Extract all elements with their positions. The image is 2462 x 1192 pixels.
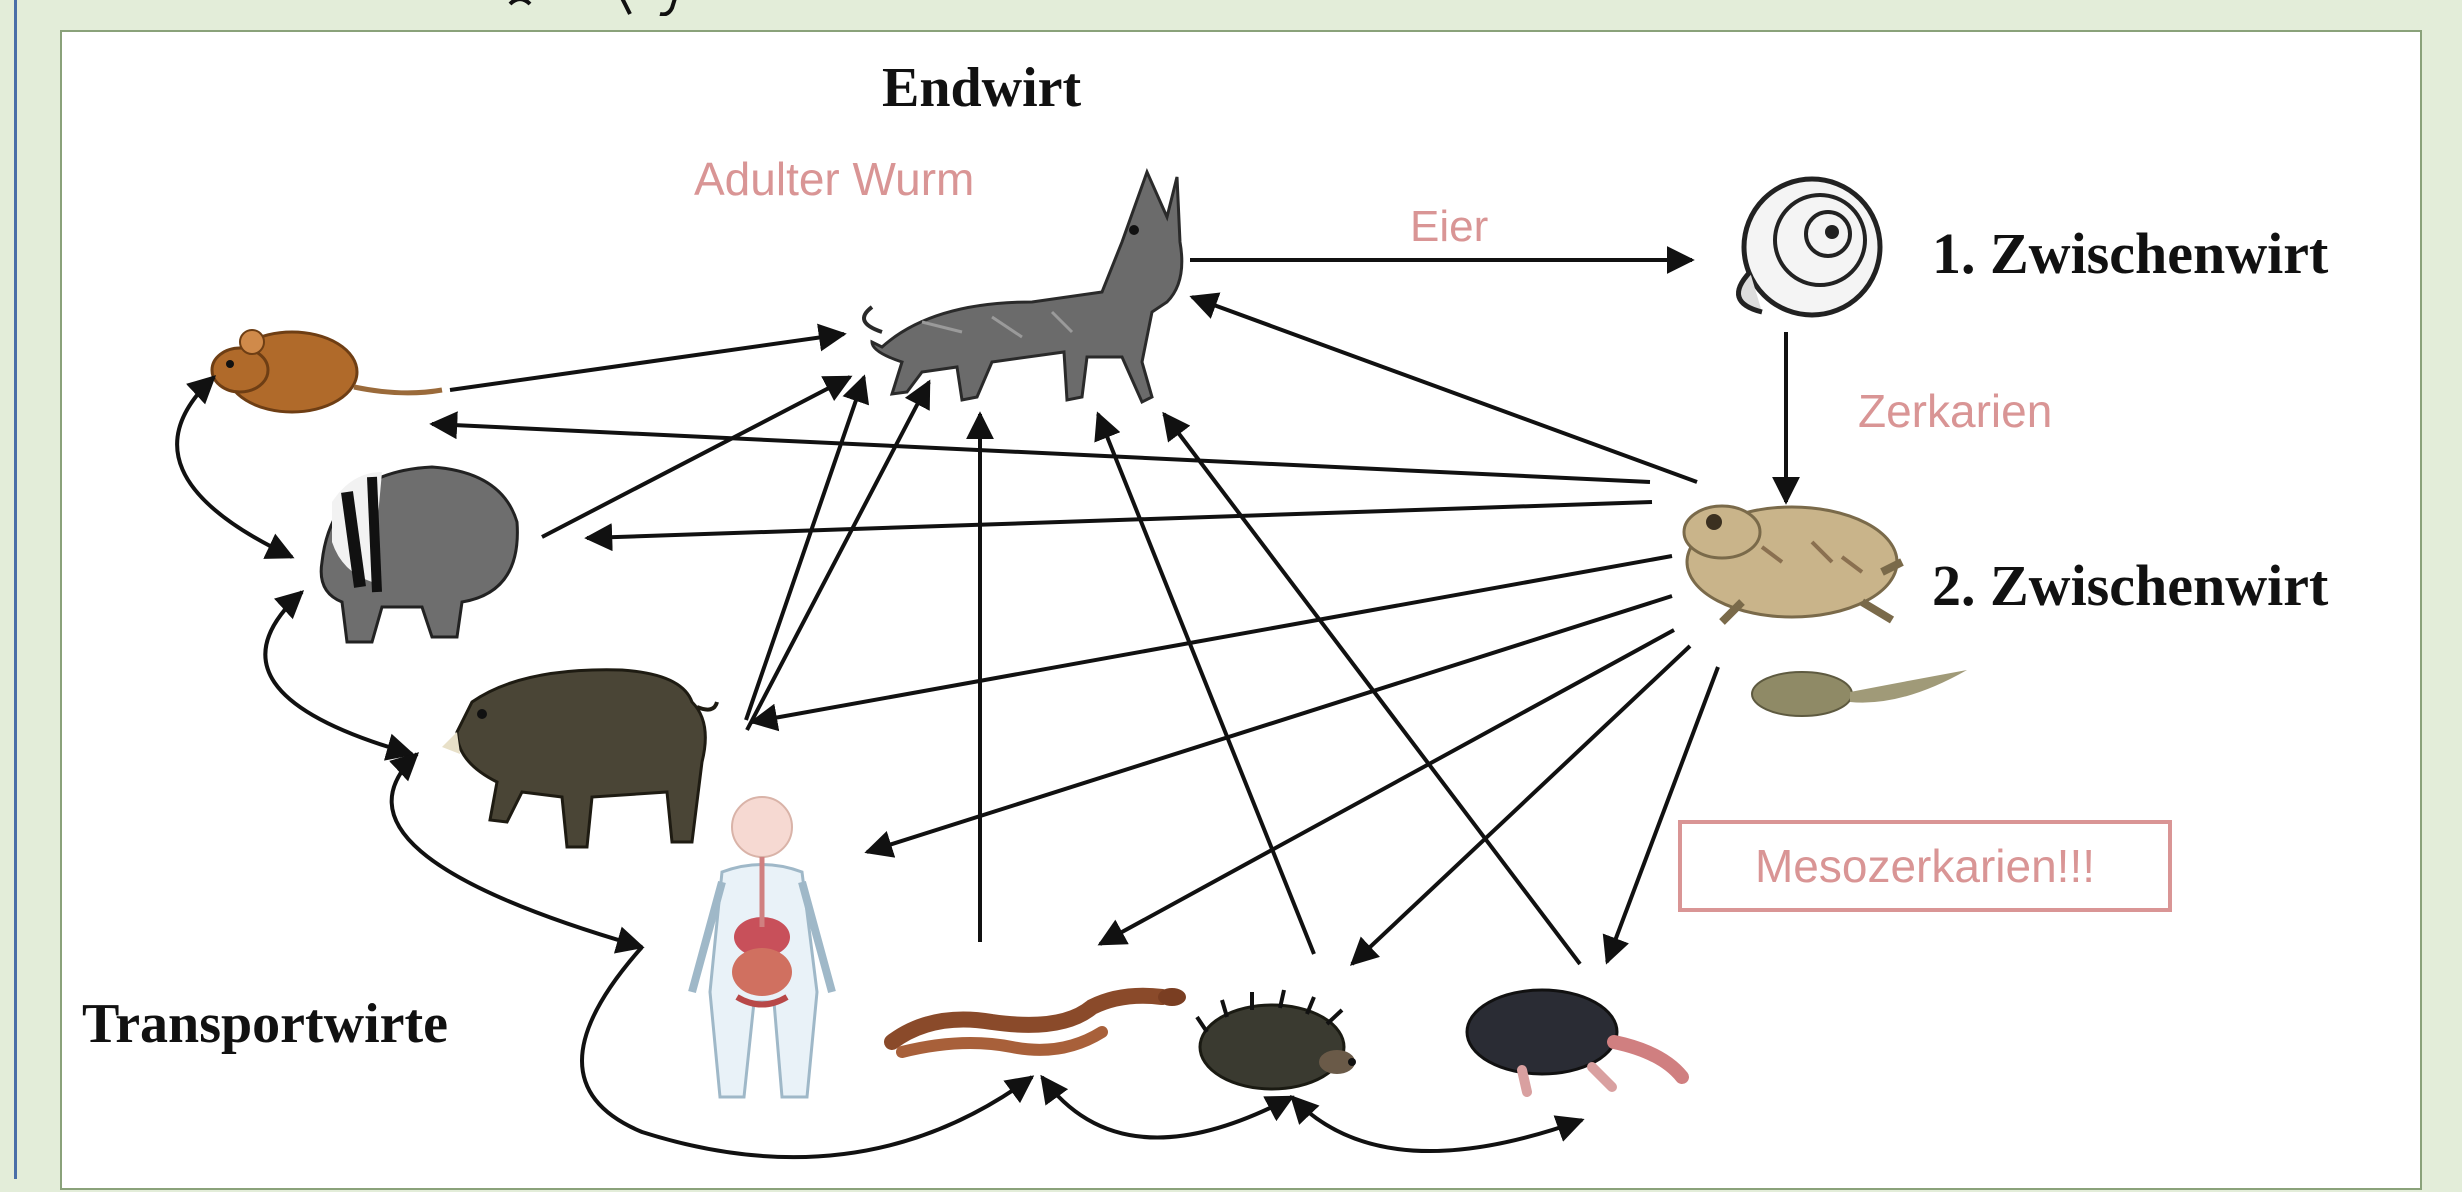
mesocercariae-box: Mesozerkarien!!! bbox=[1678, 820, 2172, 912]
mesocercariae-label: Mesozerkarien!!! bbox=[1755, 839, 2095, 893]
arrow-frog-to-fox bbox=[1192, 297, 1697, 482]
arrow-frog-to-snake bbox=[1100, 630, 1674, 944]
arrow-mole-to-fox bbox=[1164, 414, 1580, 964]
arrow-frog-to-hedgehog bbox=[1352, 646, 1690, 964]
arrow-human-to-fox bbox=[747, 382, 929, 730]
second-intermediate-host-label: 2. Zwischenwirt bbox=[1932, 552, 2328, 619]
arrow-hedgehog-to-fox bbox=[1098, 414, 1314, 954]
snake-illustration bbox=[892, 988, 1186, 1052]
arrow-frog-to-mole bbox=[1607, 667, 1718, 962]
curve-hedgehog-mole bbox=[1292, 1097, 1582, 1151]
fox-illustration bbox=[864, 172, 1182, 402]
diagram-frame: Endwirt Adulter Wurm Eier 1. Zwischenwir… bbox=[60, 30, 2422, 1190]
eggs-label: Eier bbox=[1410, 202, 1488, 252]
paratenic-hosts-label: Transportwirte bbox=[82, 992, 448, 1056]
first-intermediate-host-label: 1. Zwischenwirt bbox=[1932, 220, 2328, 287]
arrow-frog-to-human bbox=[867, 596, 1672, 852]
left-margin-rule bbox=[14, 0, 17, 1179]
arrow-frog-to-badger bbox=[587, 502, 1652, 538]
wild-boar-illustration bbox=[442, 670, 717, 847]
arrow-boar-to-fox bbox=[746, 377, 864, 720]
mole-illustration bbox=[1467, 990, 1682, 1092]
arrow-mouse-to-fox bbox=[450, 334, 844, 390]
snail-shell-illustration bbox=[1738, 179, 1880, 315]
cercariae-label: Zerkarien bbox=[1858, 384, 2052, 438]
badger-illustration bbox=[321, 467, 517, 642]
cropped-heading-fragment bbox=[500, 0, 720, 16]
tadpole-illustration bbox=[1752, 670, 1967, 716]
curve-badger-boar bbox=[265, 592, 412, 754]
frog-illustration bbox=[1684, 506, 1902, 622]
human-anatomy-illustration bbox=[692, 797, 832, 1097]
arrow-badger-to-fox bbox=[542, 377, 850, 537]
arrow-frog-to-mouse bbox=[432, 424, 1650, 482]
adult-worm-label: Adulter Wurm bbox=[694, 152, 974, 206]
mouse-illustration bbox=[212, 330, 442, 412]
hedgehog-illustration bbox=[1197, 990, 1356, 1089]
final-host-label: Endwirt bbox=[882, 56, 1081, 120]
